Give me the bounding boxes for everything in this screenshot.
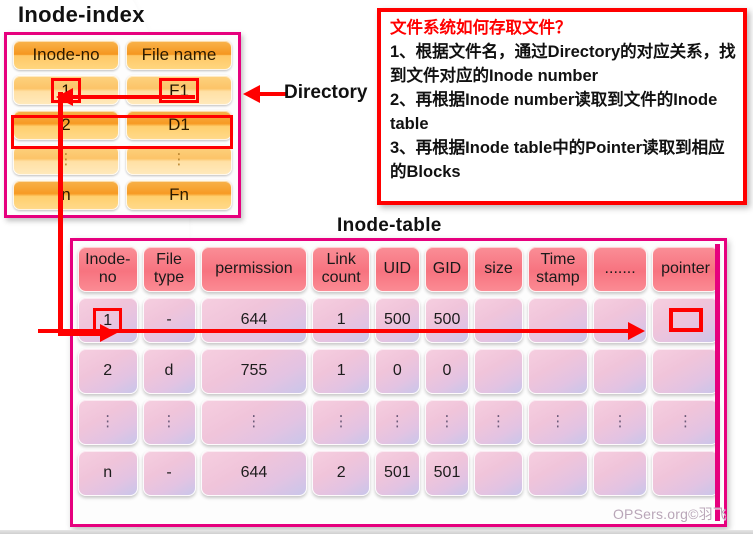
inode-table-cell-permission-n: 644 xyxy=(200,450,308,496)
inode-index-row-2[interactable]: 2 D1 xyxy=(7,110,238,140)
inode-table-cell-time-stamp-n xyxy=(527,450,589,496)
inode-table-cell-link-count-2: 1 xyxy=(312,348,370,394)
directory-arrow-icon xyxy=(243,85,288,103)
inode-table-cell-link-count-1: 1 xyxy=(312,297,370,343)
inode-table-cell-gid-2: 0 xyxy=(424,348,470,394)
inode-table-cell-inode-no-ellipsis: ⋮ xyxy=(78,399,138,445)
inode-table-row-n[interactable]: n - 644 2 501 501 xyxy=(73,450,724,496)
inode-table-cell-inode-no-n: n xyxy=(78,450,138,496)
bottom-edge-strip xyxy=(0,530,753,534)
inode-table-cell-gid-1: 500 xyxy=(424,297,470,343)
inode-index-panel: Inode-no File name 1 F1 2 D1 ⋮ ⋮ n Fn xyxy=(4,32,241,218)
watermark: OPSers.org©羽飞 xyxy=(612,506,727,522)
inode-table-header-file-type: File type xyxy=(142,246,196,292)
inode-table-cell-gid-n: 501 xyxy=(424,450,470,496)
inode-table-cell-file-type-ellipsis: ⋮ xyxy=(142,399,196,445)
explanation-note-box: 文件系统如何存取文件？ 1、根据文件名，通过Directory的对应关系，找到文… xyxy=(377,8,747,205)
inode-table-cell-link-count-ellipsis: ⋮ xyxy=(312,399,370,445)
inode-table-header-ellipsis: ....... xyxy=(593,246,648,292)
inode-table-cell-uid-2: 0 xyxy=(374,348,420,394)
directory-label: Directory xyxy=(284,82,368,103)
inode-table-header-inode-no: Inode-no xyxy=(78,246,138,292)
inode-index-cell-file-name-n: Fn xyxy=(126,180,232,210)
inode-table-cell-pointer-ellipsis: ⋮ xyxy=(652,399,719,445)
inode-table-cell-pointer-1 xyxy=(652,297,719,343)
page-title-inode-index: Inode-index xyxy=(18,2,145,27)
inode-table-header-permission: permission xyxy=(200,246,308,292)
pointer-connector-line xyxy=(38,329,638,333)
inode-table-cell-ellipsis-ellipsis: ⋮ xyxy=(593,399,648,445)
inode-table-header-time-stamp: Time stamp xyxy=(527,246,589,292)
inode-table-cell-uid-n: 501 xyxy=(374,450,420,496)
inode-index-cell-file-name-ellipsis: ⋮ xyxy=(126,145,232,175)
inode-table-panel: Inode-no File type permission Link count… xyxy=(70,238,727,527)
inode-table-cell-time-stamp-ellipsis: ⋮ xyxy=(527,399,589,445)
inode-table-cell-inode-no-2: 2 xyxy=(78,348,138,394)
inode-index-cell-inode-no-n: n xyxy=(13,180,119,210)
inode-table-row-1[interactable]: 1 - 644 1 500 500 xyxy=(73,297,724,343)
inode-table-cell-uid-1: 500 xyxy=(374,297,420,343)
connector-arrow-icon xyxy=(100,324,117,342)
inode-table-cell-file-type-2: d xyxy=(142,348,196,394)
inode-table-cell-file-type-n: - xyxy=(142,450,196,496)
inode-index-header-row: Inode-no File name xyxy=(7,40,238,70)
inode-table-cell-permission-1: 644 xyxy=(200,297,308,343)
inode-table-header-row: Inode-no File type permission Link count… xyxy=(73,246,724,292)
page-title-inode-table: Inode-table xyxy=(337,215,442,236)
inode-index-row-ellipsis: ⋮ ⋮ xyxy=(7,145,238,175)
inode-index-cell-file-name-2: D1 xyxy=(126,110,232,140)
inode-table-cell-size-ellipsis: ⋮ xyxy=(474,399,523,445)
index-row-connector-line xyxy=(60,95,195,99)
inode-index-value-file-name-1: F1 xyxy=(159,77,199,103)
inode-table-cell-ellipsis-n xyxy=(593,450,648,496)
note-title: 文件系统如何存取文件？ xyxy=(390,19,572,37)
inode-table-cell-ellipsis-2 xyxy=(593,348,648,394)
inode-table-header-gid: GID xyxy=(424,246,470,292)
inode-table-header-link-count: Link count xyxy=(312,246,370,292)
inode-index-header-file-name: File name xyxy=(126,40,232,70)
inode-table-cell-time-stamp-2 xyxy=(527,348,589,394)
inode-table-cell-uid-ellipsis: ⋮ xyxy=(374,399,420,445)
inode-table-header-size: size xyxy=(474,246,523,292)
connector-horizontal-segment xyxy=(58,331,104,336)
inode-table-cell-size-1 xyxy=(474,297,523,343)
inode-table-cell-gid-ellipsis: ⋮ xyxy=(424,399,470,445)
inode-index-cell-file-name-1: F1 xyxy=(126,75,232,105)
inode-table-cell-time-stamp-1 xyxy=(527,297,589,343)
inode-table-cell-permission-2: 755 xyxy=(200,348,308,394)
inode-index-cell-inode-no-ellipsis: ⋮ xyxy=(13,145,119,175)
inode-table-header-uid: UID xyxy=(374,246,420,292)
inode-index-header-inode-no: Inode-no xyxy=(13,40,119,70)
inode-table-cell-pointer-n xyxy=(652,450,719,496)
note-body: 1、根据文件名，通过Directory的对应关系，找到文件对应的Inode nu… xyxy=(390,43,736,181)
pointer-arrow-icon xyxy=(628,322,645,340)
inode-table-right-edge xyxy=(715,244,720,521)
inode-table-cell-file-type-1: - xyxy=(142,297,196,343)
connector-vertical-segment xyxy=(58,92,63,336)
inode-table-cell-link-count-n: 2 xyxy=(312,450,370,496)
inode-table-row-2[interactable]: 2 d 755 1 0 0 xyxy=(73,348,724,394)
inode-table-cell-permission-ellipsis: ⋮ xyxy=(200,399,308,445)
inode-index-cell-inode-no-2: 2 xyxy=(13,110,119,140)
inode-table-cell-size-n xyxy=(474,450,523,496)
inode-table-row-ellipsis: ⋮ ⋮ ⋮ ⋮ ⋮ ⋮ ⋮ ⋮ ⋮ ⋮ xyxy=(73,399,724,445)
pointer-target-box xyxy=(668,308,703,332)
inode-index-row-n[interactable]: n Fn xyxy=(7,180,238,210)
inode-table-header-pointer: pointer xyxy=(652,246,719,292)
index-row-arrow-icon xyxy=(56,88,73,106)
inode-table-cell-pointer-2 xyxy=(652,348,719,394)
inode-table-cell-size-2 xyxy=(474,348,523,394)
inode-index-row-1[interactable]: 1 F1 xyxy=(7,75,238,105)
